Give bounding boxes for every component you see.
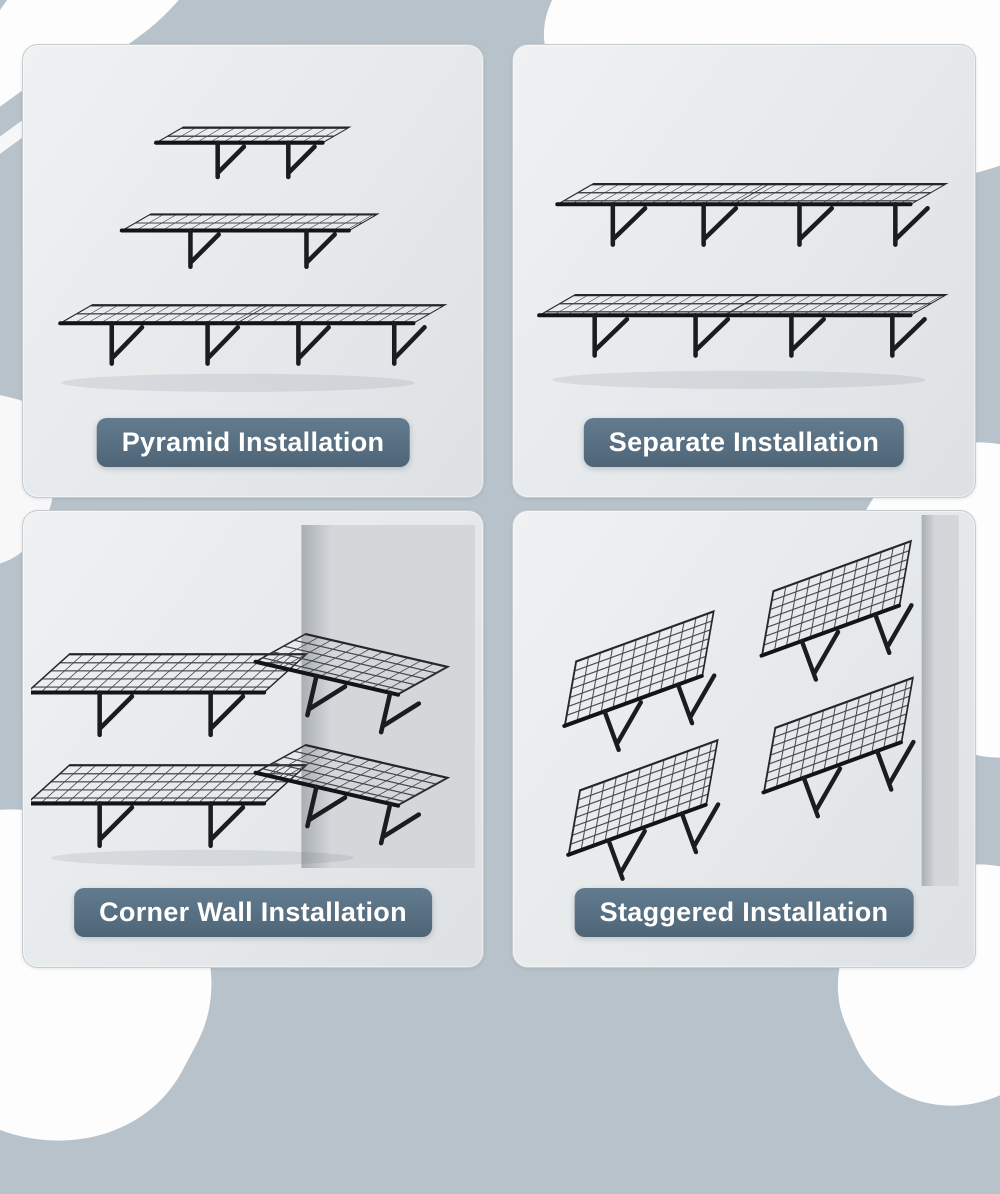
corner-wall-installation-illustration (31, 525, 475, 868)
staggered-installation-label: Staggered Installation (574, 888, 914, 937)
panel-separate-installation: Separate Installation (512, 44, 976, 498)
pyramid-installation-illustration (57, 126, 448, 392)
separate-installation-label: Separate Installation (583, 418, 905, 467)
staggered-installation-illustration (562, 515, 959, 886)
panel-pyramid-installation: Pyramid Installation (22, 44, 484, 498)
pyramid-installation-label: Pyramid Installation (96, 418, 410, 467)
panel-corner-wall-installation: Corner Wall Installation (22, 510, 484, 968)
panel-staggered-installation: Staggered Installation (512, 510, 976, 968)
separate-installation-illustration (536, 183, 949, 389)
corner-wall-installation-label: Corner Wall Installation (74, 888, 432, 937)
